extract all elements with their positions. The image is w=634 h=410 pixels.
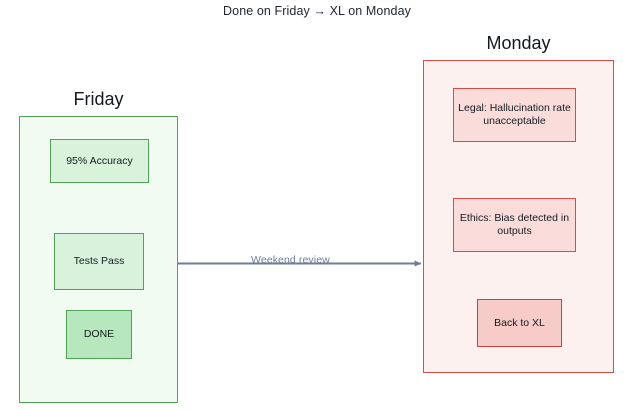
node-accuracy[interactable]: 95% Accuracy — [50, 139, 149, 183]
node-back-to-xl[interactable]: Back to XL — [477, 299, 562, 347]
node-ethics-bias[interactable]: Ethics: Bias detected in outputs — [453, 198, 576, 252]
cluster-title-friday: Friday — [73, 89, 124, 109]
diagram-title: Done on Friday → XL on Monday — [223, 4, 411, 18]
edge-label-weekend-review: Weekend review — [251, 254, 330, 266]
node-legal-hallucination[interactable]: Legal: Hallucination rate unacceptable — [453, 88, 576, 142]
node-tests-pass[interactable]: Tests Pass — [54, 233, 144, 290]
cluster-title-monday: Monday — [486, 33, 551, 53]
node-done[interactable]: DONE — [66, 310, 132, 359]
